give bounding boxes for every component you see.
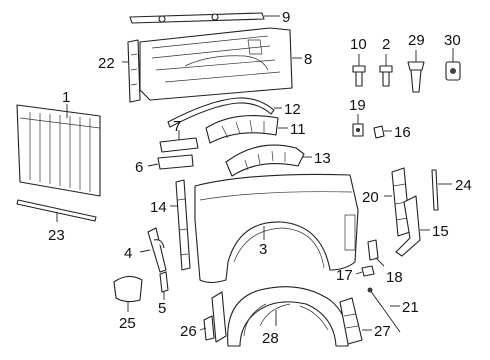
callout-5: 5	[158, 300, 166, 317]
callout-labels: 1 2 3 4 5 6 7 8 9 10 11 12 13 14 15 16 1…	[48, 9, 472, 347]
part-top-rail	[129, 12, 280, 24]
part-bed-side	[194, 173, 359, 284]
part-22-bracket	[122, 39, 141, 103]
callout-1: 1	[62, 89, 70, 106]
callout-21: 21	[402, 299, 419, 316]
part-fuel-door	[113, 275, 143, 312]
callout-10: 10	[350, 36, 367, 53]
part-26	[199, 291, 227, 343]
part-rod	[367, 287, 401, 333]
part-bolt-2	[379, 54, 393, 87]
part-clip	[159, 271, 169, 300]
callout-17: 17	[336, 267, 353, 284]
callout-23: 23	[48, 227, 65, 244]
callout-30: 30	[444, 32, 461, 49]
part-sill-strip	[16, 199, 97, 222]
callout-6: 6	[135, 159, 143, 176]
part-fastener-30	[445, 48, 461, 81]
callout-11: 11	[290, 121, 306, 138]
part-wheelhouse-cover	[225, 144, 312, 177]
callout-3: 3	[259, 241, 267, 258]
callout-19: 19	[349, 97, 366, 114]
callout-20: 20	[362, 189, 379, 206]
callout-24: 24	[455, 177, 472, 194]
part-hook-bracket	[139, 227, 167, 273]
callout-25: 25	[119, 315, 136, 332]
callout-8: 8	[304, 51, 312, 68]
part-wheelwell-liner	[227, 286, 349, 347]
part-trim-strip	[167, 97, 282, 128]
callout-26: 26	[180, 323, 197, 340]
part-inner-wheelhouse	[205, 115, 288, 144]
callout-28: 28	[262, 330, 279, 347]
callout-4: 4	[124, 245, 132, 262]
part-16	[373, 125, 392, 139]
callout-27: 27	[374, 323, 391, 340]
callout-12: 12	[284, 101, 301, 118]
part-bolt-10	[352, 54, 366, 87]
part-pillar	[170, 179, 191, 271]
part-front-bed-panel	[139, 27, 302, 101]
part-strip-24	[431, 169, 452, 211]
part-27	[339, 297, 372, 345]
callout-22: 22	[98, 55, 115, 72]
callout-15: 15	[432, 223, 449, 240]
part-7-bracket	[159, 130, 199, 153]
part-tail-bracket	[395, 195, 430, 257]
callout-16: 16	[394, 124, 411, 141]
callout-7: 7	[173, 118, 181, 135]
callout-2: 2	[382, 36, 390, 53]
part-6-bracket	[147, 154, 194, 170]
part-fastener-29	[407, 50, 425, 93]
part-panel-1	[16, 104, 101, 197]
callout-18: 18	[386, 269, 403, 286]
callout-9: 9	[282, 9, 290, 26]
part-17	[355, 265, 375, 277]
part-18	[367, 239, 385, 267]
callout-29: 29	[408, 32, 425, 49]
callout-13: 13	[314, 150, 331, 167]
callout-14: 14	[150, 199, 167, 216]
part-19	[352, 114, 364, 137]
